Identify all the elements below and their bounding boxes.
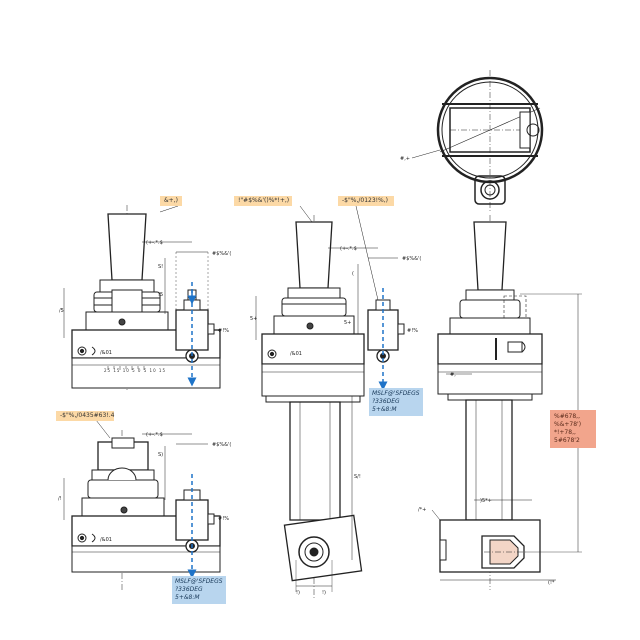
tool-view-3 — [431, 215, 582, 590]
scale-labels-1: 25 15 10 5 0 5 10 15 — [104, 368, 166, 373]
label-dim-c-3: #!% — [218, 516, 229, 522]
label-dim-b-1: #$%&'( — [212, 251, 231, 257]
top-tag-3: -$"%,/0123!%,) — [338, 196, 394, 206]
red-tag: %#678,, %&+78') *!+78,, 5#678'2 — [550, 410, 596, 448]
label-dim-m: /*+ — [418, 507, 426, 513]
tool-view-1 — [63, 205, 221, 390]
left-tag: -$"%,/0435#63!.4 — [56, 411, 114, 421]
label-dim-n: )5*+ — [480, 498, 492, 504]
label-dim-a-2: (+-.*.$ — [340, 246, 357, 252]
blue-tag-1-line-2: ?336DEG — [372, 398, 400, 405]
blue-tag-2-line-1: MSLF@'SFDEGS — [175, 578, 223, 585]
label-dim-g-1: /&01 — [100, 350, 112, 356]
label-dim-k: #, — [450, 372, 456, 378]
blue-tag-2: MSLF@'SFDEGS ?336DEG 5+&8:M — [172, 576, 226, 604]
top-tag-2: !"#$%&'()%*!+,) — [234, 196, 292, 206]
label-dim-h-3: 5+ — [344, 320, 351, 326]
label-dim-q: S) — [158, 452, 163, 458]
top-tag-1: &+,) — [160, 196, 182, 206]
label-dim-p: /! — [58, 496, 62, 502]
label-dim-c-1: #!% — [218, 328, 229, 334]
blue-tag-1-line-3: 5+&8:M — [372, 406, 397, 413]
red-tag-line-2: %&+78') — [554, 421, 582, 428]
blue-tag-1: MSLF@'SFDEGS ?336DEG 5+&8:M — [369, 388, 423, 416]
blue-tag-2-line-3: 5+&8:M — [175, 594, 200, 601]
label-dim-h-2: 5+ — [250, 316, 257, 322]
label-dim-g-2: /&01 — [290, 351, 302, 357]
blue-tag-2-line-2: ?336DEG — [175, 586, 203, 593]
label-dim-b-2: #$%&'( — [402, 256, 421, 262]
label-dim-b-3: #$%&'( — [212, 442, 231, 448]
label-dim-l: #,+ — [400, 156, 410, 162]
label-dim-j-2: !) — [322, 590, 326, 596]
red-tag-line-4: 5#678'2 — [554, 437, 580, 444]
top-view-circle — [436, 70, 544, 212]
label-dim-f-1: /5 — [59, 308, 64, 314]
blue-tag-1-line-1: MSLF@'SFDEGS — [372, 390, 420, 397]
label-dim-e-1: !5 — [158, 292, 163, 298]
tool-view-4 — [63, 430, 221, 590]
red-tag-line-3: *!+78,, — [554, 429, 576, 436]
label-dim-d-1: S! — [158, 264, 163, 270]
label-dim-a-3: (+-.*.$ — [146, 432, 163, 438]
label-dim-j-1: !) — [296, 590, 300, 596]
label-dim-a-1: (+-.*.$ — [146, 240, 163, 246]
label-dim-g-3: /&01 — [100, 537, 112, 543]
label-dim-c-2: #!% — [407, 328, 418, 334]
label-dim-r: ( — [352, 271, 354, 277]
label-dim-i: S/! — [354, 474, 361, 480]
red-tag-line-1: %#678,, — [554, 413, 580, 420]
tool-view-2 — [255, 215, 405, 600]
label-dim-o: (!* — [548, 580, 555, 586]
scale-text-1: 25 15 10 5 0 5 10 15 — [104, 368, 166, 373]
